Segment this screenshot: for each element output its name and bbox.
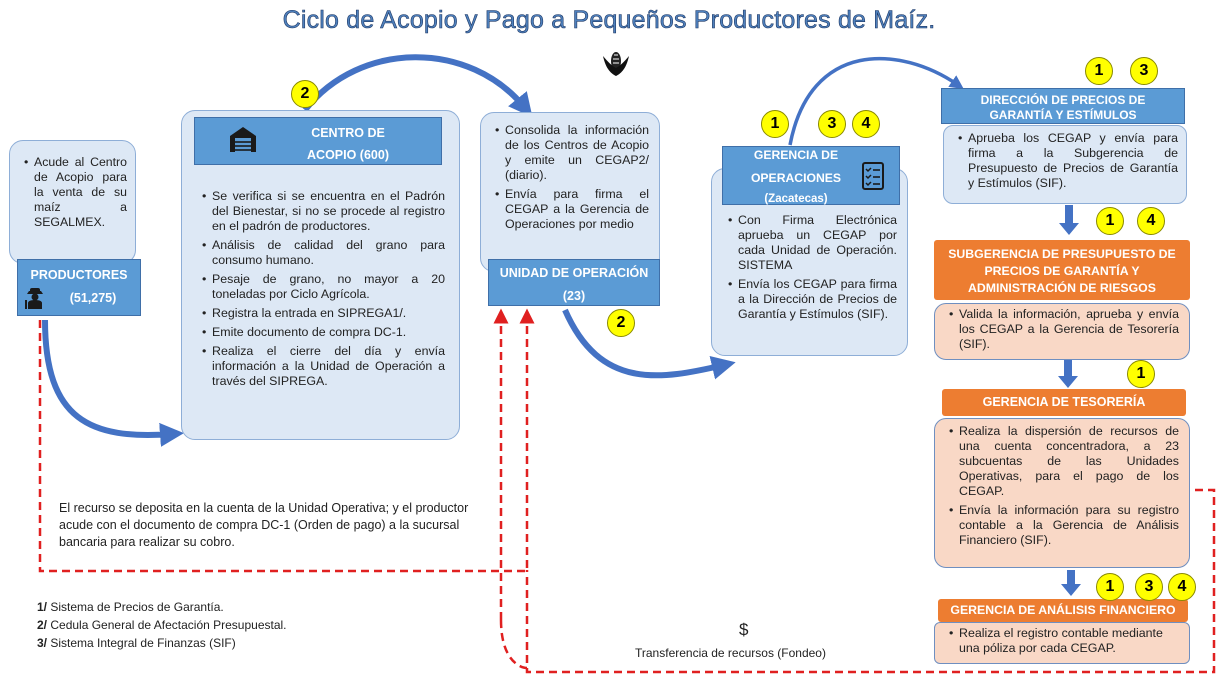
centro-card: Se verifica si se encuentra en el Padrón… (181, 110, 460, 440)
analisis-badge-4: 4 (1168, 573, 1196, 601)
checklist-icon (862, 162, 884, 190)
subgerencia-card: Valida la información, aprueba y envía l… (934, 303, 1190, 360)
direccion-badge-1: 1 (1085, 57, 1113, 85)
direccion-item: Aprueba los CEGAP y envía para firma a l… (958, 131, 1178, 191)
dollar-icon: $ (739, 620, 749, 639)
recurso-text: El recurso se deposita en la cuenta de l… (59, 501, 469, 549)
centro-label-2: ACOPIO (600) (307, 148, 389, 162)
gerencia-op-item: Con Firma Electrónica aprueba un CEGAP p… (728, 213, 897, 273)
footnote-text: Sistema Integral de Finanzas (SIF) (47, 636, 236, 650)
centro-item: Se verifica si se encuentra en el Padrón… (202, 189, 445, 234)
centro-list: Se verifica si se encuentra en el Padrón… (198, 189, 445, 389)
unidad-card: Consolida la información de los Centros … (480, 112, 660, 272)
centro-item: Pesaje de grano, no mayor a 20 toneladas… (202, 272, 445, 302)
footnotes: 1/ Sistema de Precios de Garantía. 2/ Ce… (37, 598, 287, 652)
page-title: Ciclo de Acopio y Pago a Pequeños Produc… (282, 6, 936, 35)
unidad-header: UNIDAD DE OPERACIÓN (23) (488, 259, 660, 306)
unidad-item: Envía para firma el CEGAP a la Gerencia … (495, 187, 649, 232)
arrow-centro-unidad (302, 54, 533, 118)
arrow-gerencia-direccion (788, 56, 964, 146)
tesoreria-header: GERENCIA DE TESORERÍA (942, 389, 1186, 416)
transfer-text: Transferencia de recursos (Fondeo) (635, 646, 826, 660)
unidad-badge: 2 (607, 309, 635, 337)
arrow-unidad-gerencia (562, 308, 736, 380)
centro-item: Emite documento de compra DC-1. (202, 325, 445, 340)
corn-icon (603, 52, 629, 76)
dashed-return-productores (38, 308, 535, 573)
down-arrow-subgerencia (1058, 360, 1078, 388)
footnote-text: Cedula General de Afectación Presupuesta… (47, 618, 287, 632)
tesoreria-list: Realiza la dispersión de recursos de una… (945, 424, 1179, 548)
productores-card: Acude al Centro de Acopio para la venta … (9, 140, 136, 264)
direccion-list: Aprueba los CEGAP y envía para firma a l… (954, 131, 1178, 191)
subgerencia-item: Valida la información, aprueba y envía l… (949, 307, 1179, 352)
footnote-num: 1/ (37, 600, 48, 614)
analisis-list: Realiza el registro contable mediante un… (945, 626, 1179, 656)
subgerencia-badge-4: 4 (1137, 207, 1165, 235)
tesoreria-item: Realiza la dispersión de recursos de una… (949, 424, 1179, 499)
centro-item: Realiza el cierre del día y envía inform… (202, 344, 445, 389)
centro-item-text: Registra la entrada en SIPREGA1/. (212, 306, 407, 320)
direccion-badge-3: 3 (1130, 57, 1158, 85)
tesoreria-card: Realiza la dispersión de recursos de una… (934, 418, 1190, 568)
down-arrow-direccion (1059, 205, 1079, 235)
analisis-badge-1: 1 (1096, 573, 1124, 601)
unidad-list: Consolida la información de los Centros … (491, 123, 649, 232)
footnote-text: Sistema de Precios de Garantía. (47, 600, 224, 614)
dashed-return-fondeo (525, 488, 1216, 674)
subgerencia-list: Valida la información, aprueba y envía l… (945, 307, 1179, 352)
warehouse-icon (230, 127, 256, 152)
unidad-count: (23) (562, 289, 586, 303)
farmer-icon (25, 288, 43, 309)
productores-label: PRODUCTORES (30, 268, 128, 282)
footnote-2: 2/ Cedula General de Afectación Presupue… (37, 616, 287, 634)
centro-badge: 2 (291, 80, 319, 108)
footnote-1: 1/ Sistema de Precios de Garantía. (37, 598, 287, 616)
gerencia-op-sub: (Zacatecas) (764, 193, 828, 205)
subgerencia-badge-1: 1 (1096, 207, 1124, 235)
tesoreria-badge-1: 1 (1127, 360, 1155, 388)
tesoreria-item: Envía la información para su registro co… (949, 503, 1179, 548)
gerencia-op-badge-1: 1 (761, 110, 789, 138)
analisis-header: GERENCIA DE ANÁLISIS FINANCIERO (938, 599, 1188, 622)
gerencia-op-item: Envía los CEGAP para firma a la Direcció… (728, 277, 897, 322)
direccion-card: Aprueba los CEGAP y envía para firma a l… (943, 125, 1187, 204)
gerencia-op-label-1: GERENCIA DE (753, 148, 839, 162)
subgerencia-header: SUBGERENCIA DE PRESUPUESTO DE PRECIOS DE… (934, 240, 1190, 300)
down-arrow-tesoreria (1061, 570, 1081, 596)
gerencia-op-badge-4: 4 (852, 110, 880, 138)
analisis-badge-3: 3 (1135, 573, 1163, 601)
gerencia-op-label-2: OPERACIONES (750, 171, 842, 185)
productores-text: Acude al Centro de Acopio para la venta … (24, 155, 127, 230)
gerencia-op-list: Con Firma Electrónica aprueba un CEGAP p… (724, 213, 897, 322)
centro-item: Análisis de calidad del grano para consu… (202, 238, 445, 268)
productores-header: PRODUCTORES (51,275) (17, 259, 141, 316)
gerencia-op-badge-3: 3 (818, 110, 846, 138)
dashed-connector (499, 619, 528, 670)
footnote-num: 3/ (37, 636, 48, 650)
footnote-num: 2/ (37, 618, 48, 632)
productores-count: (51,275) (69, 291, 117, 305)
footnote-3: 3/ Sistema Integral de Finanzas (SIF) (37, 634, 287, 652)
direccion-header: DIRECCIÓN DE PRECIOS DE GARANTÍA Y ESTÍM… (941, 88, 1185, 124)
centro-item: Registra la entrada en SIPREGA1/. (202, 306, 445, 321)
analisis-card: Realiza el registro contable mediante un… (934, 622, 1190, 664)
unidad-item: Consolida la información de los Centros … (495, 123, 649, 183)
arrow-productores-centro (42, 319, 184, 447)
centro-label-1: CENTRO DE (311, 126, 385, 140)
analisis-item: Realiza el registro contable mediante un… (949, 626, 1179, 656)
unidad-label: UNIDAD DE OPERACIÓN (499, 266, 649, 280)
